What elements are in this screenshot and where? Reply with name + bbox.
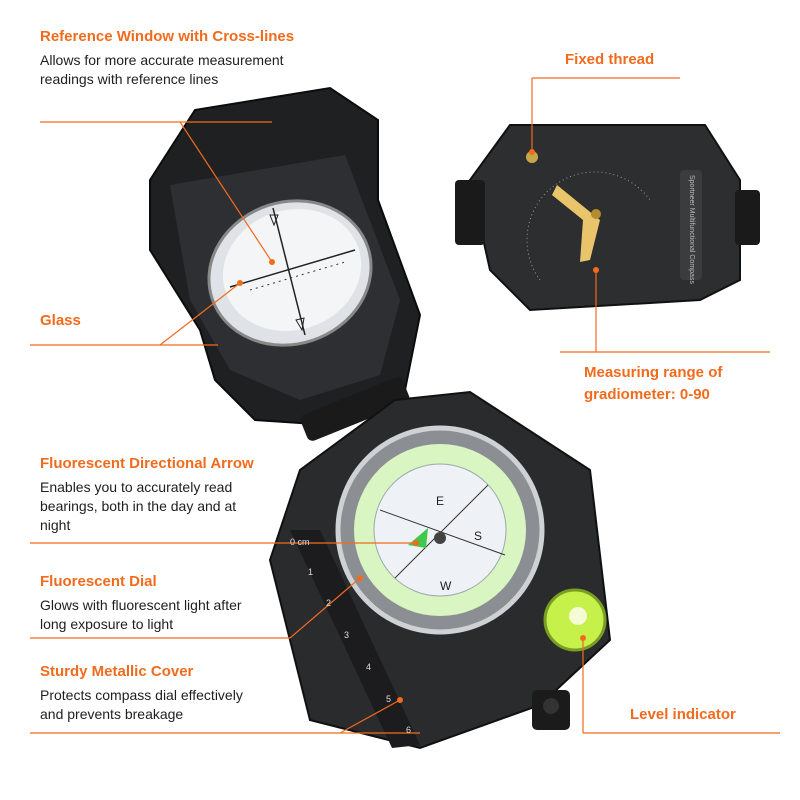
ruler-number-4: 4 (366, 662, 371, 672)
fluorescent-arrow-title: Fluorescent Directional Arrow (40, 455, 254, 472)
callout-reference-window: Reference Window with Cross-lines Allows… (40, 28, 330, 89)
callout-measuring-range: Measuring range of gradiometer: 0-90 (584, 362, 744, 406)
callout-fluorescent-arrow: Fluorescent Directional Arrow Enables yo… (40, 455, 270, 535)
fluorescent-dial-dot (357, 575, 363, 581)
callout-level-indicator: Level indicator (630, 706, 736, 724)
side-label-text: Sportneer Multifunctional Compass (688, 175, 695, 284)
reference-window-desc: Allows for more accurate measurement rea… (40, 52, 284, 87)
reference-window-dot (269, 259, 275, 265)
reference-window-pointer (179, 121, 273, 263)
level-indicator-dot (580, 635, 586, 641)
ruler-number-2: 2 (326, 598, 331, 608)
glass-dot (237, 280, 243, 286)
fluorescent-dial-desc: Glows with fluorescent light after long … (40, 597, 242, 632)
measuring-range-dot (593, 267, 599, 273)
metallic-cover-dot (397, 697, 403, 703)
ruler-number-5: 5 (386, 694, 391, 704)
callout-metallic-cover: Sturdy Metallic Cover Protects compass d… (40, 663, 265, 724)
fluorescent-dial-title: Fluorescent Dial (40, 573, 157, 590)
fixed-thread-title: Fixed thread (565, 51, 655, 68)
ruler-unit-text: 0 cm (290, 537, 310, 547)
glass-pointer (159, 282, 241, 346)
ruler-number-6: 6 (406, 725, 411, 735)
dial-letter-w: W (440, 579, 452, 593)
metallic-cover-desc: Protects compass dial effectively and pr… (40, 687, 243, 722)
dial-letter-e: E (436, 494, 444, 508)
level-indicator-title: Level indicator (630, 706, 736, 723)
fluorescent-arrow-desc: Enables you to accurately read bearings,… (40, 479, 237, 533)
fixed-thread-dot (529, 149, 535, 155)
callout-fluorescent-dial: Fluorescent Dial Glows with fluorescent … (40, 573, 255, 634)
ruler-number-3: 3 (344, 630, 349, 640)
reference-window-title: Reference Window with Cross-lines (40, 28, 295, 45)
fluorescent-arrow-dot (413, 540, 419, 546)
compass-body (268, 390, 612, 750)
measuring-range-title: Measuring range of gradiometer: 0-90 (584, 364, 723, 403)
glass-title: Glass (40, 312, 81, 329)
compass-back-view (455, 124, 760, 312)
dial-letter-s: S (474, 529, 482, 543)
callout-fixed-thread: Fixed thread (565, 51, 654, 69)
ruler-number-1: 1 (308, 567, 313, 577)
fluorescent-dial-pointer (289, 577, 361, 639)
metallic-cover-title: Sturdy Metallic Cover (40, 663, 194, 680)
callout-glass: Glass (40, 312, 81, 330)
metallic-cover-pointer (339, 699, 401, 734)
